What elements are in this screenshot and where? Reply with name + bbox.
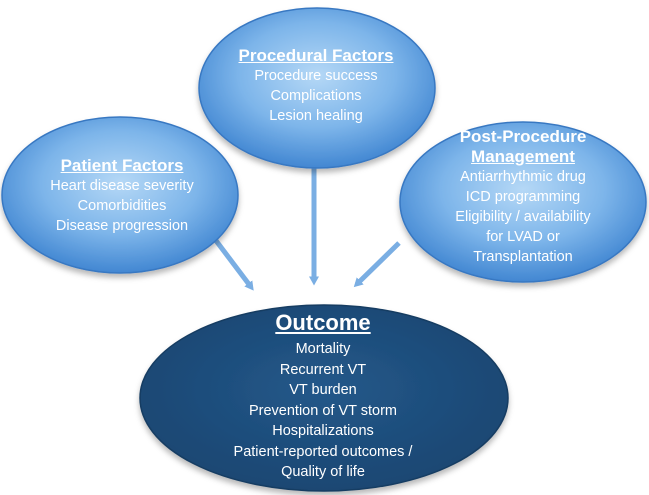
patient-factors-ellipse	[1, 116, 239, 274]
outcome-item: Recurrent VT	[279, 361, 367, 378]
post-procedure-item: Eligibility / availability	[455, 209, 591, 225]
post-procedure-item: Antiarrhythmic drug	[460, 169, 586, 185]
outcome-item: Mortality	[295, 341, 351, 357]
outcome-item: VT burden	[289, 382, 357, 398]
procedural-factors-item: Lesion healing	[269, 108, 363, 124]
post-procedure-item: for LVAD or	[486, 229, 560, 245]
post-procedure-title-line2: Management	[471, 147, 575, 166]
outcome-item: Prevention of VT storm	[248, 402, 398, 419]
procedural-factors-item: Procedure success	[254, 68, 378, 84]
arrow-post-to-outcome	[353, 241, 401, 288]
outcome-item: Patient-reported outcomes /	[233, 443, 413, 460]
patient-factors-item: Heart disease severity	[50, 178, 194, 194]
procedural-factors-title: Procedural Factors	[238, 46, 394, 65]
arrow-patient-to-outcome	[209, 232, 254, 291]
patient-factors-node: Patient Factors Heart disease severity C…	[2, 156, 242, 236]
patient-factors-title: Patient Factors	[60, 156, 184, 175]
patient-factors-item: Disease progression	[55, 218, 189, 234]
post-procedure-item: Transplantation	[473, 249, 573, 265]
outcome-title: Outcome	[275, 310, 371, 335]
post-procedure-item: ICD programming	[465, 189, 581, 205]
outcome-ellipse	[139, 304, 509, 492]
patient-factors-item: Comorbidities	[77, 198, 167, 214]
outcome-node: Outcome Mortality Recurrent VT VT burden…	[148, 309, 498, 483]
procedural-factors-item: Complications	[270, 88, 362, 104]
procedural-factors-node: Procedural Factors Procedure success Com…	[196, 46, 436, 126]
post-procedure-title-line1: Post-Procedure	[459, 127, 587, 146]
outcome-item: Quality of life	[281, 464, 365, 480]
post-procedure-management-ellipse	[399, 121, 647, 283]
outcome-item: Hospitalizations	[272, 423, 374, 439]
procedural-factors-ellipse	[198, 7, 436, 169]
post-procedure-management-node: Post-Procedure Management Antiarrhythmic…	[398, 127, 648, 267]
